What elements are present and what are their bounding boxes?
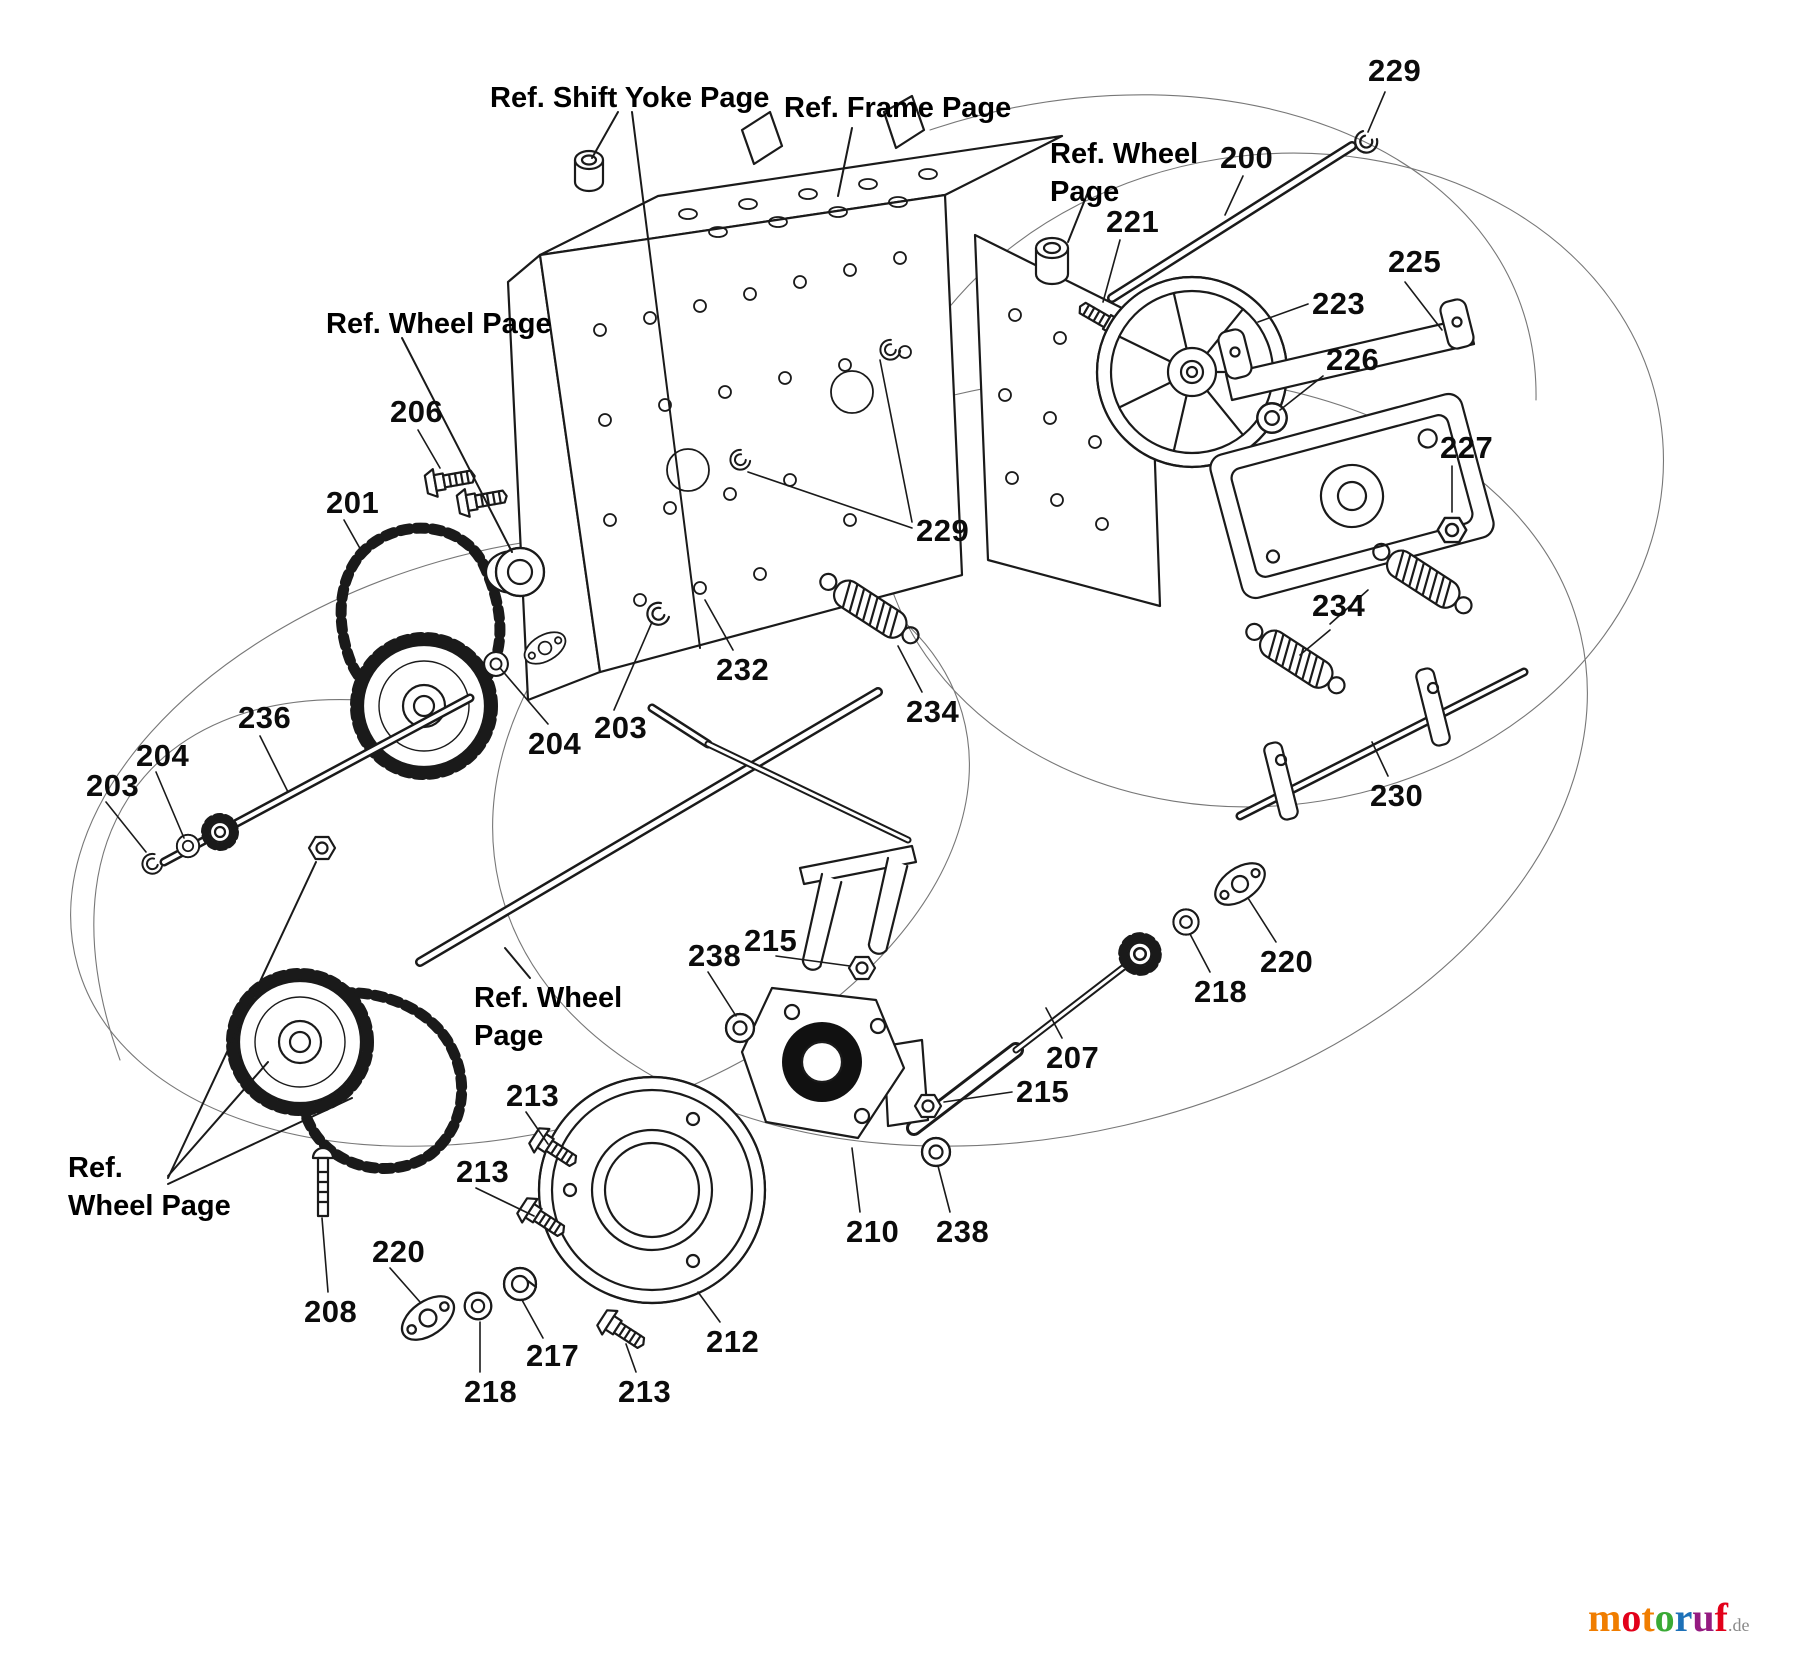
part-label-220-right: 220: [1260, 944, 1314, 979]
part-label-215-yoke: 215: [744, 923, 798, 958]
watermark-letter: f: [1714, 1595, 1728, 1640]
watermark-letter: t: [1641, 1595, 1655, 1640]
watermark-logo: motoruf.de: [1588, 1598, 1750, 1638]
part-label-238-lower: 238: [936, 1214, 990, 1249]
ref-label-wheel-page-center: Ref. Wheel Page: [474, 982, 623, 1052]
ref-label-wheel-page-mid: Ref. Wheel Page: [326, 308, 552, 340]
watermark-suffix: .de: [1728, 1615, 1750, 1635]
ref-label-frame-page: Ref. Frame Page: [784, 92, 1012, 124]
part-label-227: 227: [1440, 430, 1494, 465]
part-label-207: 207: [1046, 1040, 1100, 1075]
part-label-221: 221: [1106, 204, 1160, 239]
part-label-220-bottom: 220: [372, 1234, 426, 1269]
ref-label-wheel-page-bottom: Ref. Wheel Page: [68, 1152, 231, 1222]
part-label-204-left: 204: [136, 738, 190, 773]
part-label-210: 210: [846, 1214, 900, 1249]
part-label-215-lower: 215: [1016, 1074, 1070, 1109]
part-label-212: 212: [706, 1324, 760, 1359]
part-label-218-right: 218: [1194, 974, 1248, 1009]
part-label-234-mid: 234: [906, 694, 960, 729]
part-label-213-c: 213: [618, 1374, 672, 1409]
part-label-218-bottom: 218: [464, 1374, 518, 1409]
ref-label-shift-yoke-page: Ref. Shift Yoke Page: [490, 82, 770, 114]
part-label-229-top: 229: [1368, 53, 1422, 88]
part-label-200: 200: [1220, 140, 1274, 175]
watermark-letter: r: [1674, 1595, 1693, 1640]
part-label-201: 201: [326, 485, 380, 520]
watermark-letter: o: [1621, 1595, 1642, 1640]
part-label-234-right: 234: [1312, 588, 1366, 623]
part-label-213-a: 213: [506, 1078, 560, 1113]
part-label-208: 208: [304, 1294, 358, 1329]
part-label-206: 206: [390, 394, 444, 429]
watermark-letter: m: [1588, 1595, 1622, 1640]
watermark-letter: o: [1654, 1595, 1675, 1640]
part-label-203-left: 203: [86, 768, 140, 803]
part-label-226: 226: [1326, 342, 1380, 377]
watermark-letter: u: [1692, 1595, 1715, 1640]
part-label-213-b: 213: [456, 1154, 510, 1189]
part-label-229-frame: 229: [916, 513, 970, 548]
part-label-236: 236: [238, 700, 292, 735]
part-label-217: 217: [526, 1338, 580, 1373]
ref-label-wheel-page-top: Ref. Wheel Page: [1050, 138, 1199, 208]
part-label-223: 223: [1312, 286, 1366, 321]
part-label-225: 225: [1388, 244, 1442, 279]
part-label-203-mid: 203: [594, 710, 648, 745]
part-label-230: 230: [1370, 778, 1424, 813]
part-label-204-mid: 204: [528, 726, 582, 761]
part-label-232: 232: [716, 652, 770, 687]
part-label-238-yoke: 238: [688, 938, 742, 973]
